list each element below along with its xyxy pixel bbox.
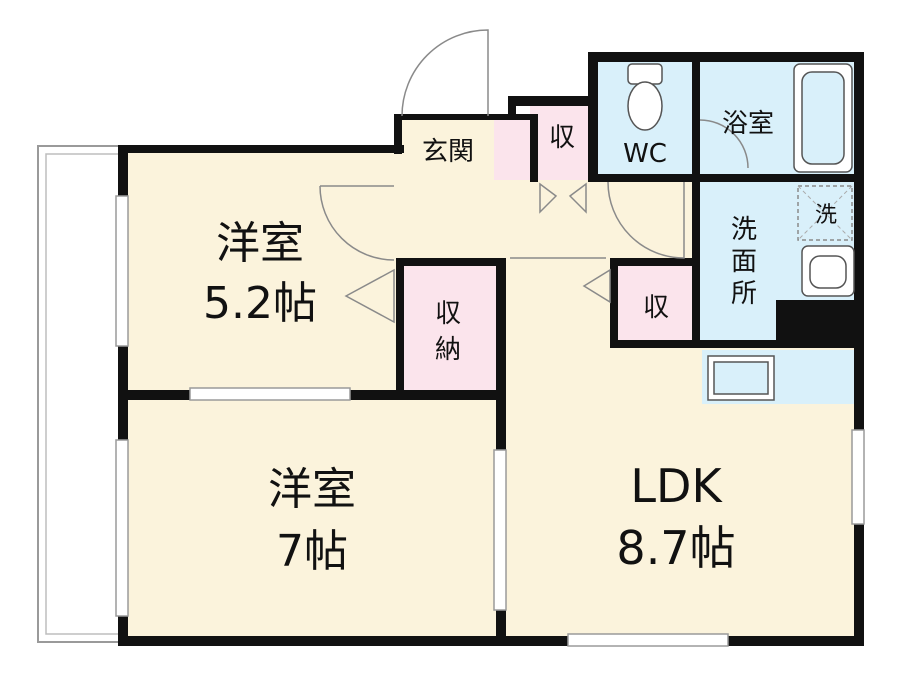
storage-top-label: 収 [549, 123, 575, 153]
wc-label: WC [623, 139, 667, 169]
balcony [37, 145, 123, 643]
hallway-area [400, 180, 696, 262]
western-room-2-size: 7帖 [276, 526, 348, 577]
western-room-2-area [122, 396, 502, 640]
entrance-area [400, 118, 494, 180]
toilet-icon [627, 63, 663, 131]
storage-ldk-area [614, 266, 696, 344]
bath-label: 浴室 [722, 109, 774, 139]
western-room-2-name: 洋室 [268, 464, 356, 515]
door-swing-icon [319, 29, 749, 324]
western-room-1-area [122, 150, 400, 396]
storage-ldk-label: 収 [643, 293, 669, 323]
closet-label-1: 収 [435, 299, 461, 329]
walls [118, 52, 864, 646]
sink-icon [801, 245, 855, 297]
ldk-size: 8.7帖 [616, 521, 735, 575]
bathtub-icon [793, 63, 853, 173]
kitchen-counter-icon [707, 355, 775, 401]
ldk-name: LDK [630, 459, 723, 513]
washroom-label-2: 面 [731, 247, 757, 277]
washroom-label-3: 所 [731, 279, 757, 309]
washer-label: 洗 [815, 203, 837, 228]
storage-top-area [494, 118, 530, 180]
western-room-1-name: 洋室 [216, 218, 304, 269]
washroom-label-1: 洗 [731, 215, 757, 245]
storage-top-area-2 [530, 104, 592, 180]
windows [115, 195, 865, 647]
closet-label-2: 納 [435, 335, 461, 365]
entrance-label: 玄関 [422, 137, 474, 167]
closet-area [400, 262, 496, 392]
washer-space [797, 185, 853, 241]
western-room-1-size: 5.2帖 [203, 278, 317, 329]
